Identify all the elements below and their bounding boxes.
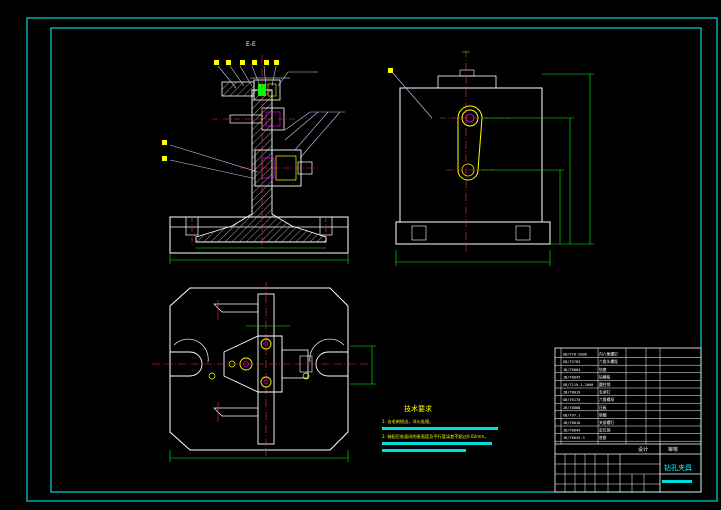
side-view [388,50,594,266]
parts-row-code: GB/T5783 [563,360,580,364]
parts-row-name: 垫圈 [599,412,607,417]
tech-req-title: 技术要求 [404,404,432,413]
tech-req-item-2: 2. 装配后各面间的垂直度及平行度误差不超过0.02mm。 [382,433,489,440]
parts-row-code: GB/T119.1-2000 [563,383,593,387]
parts-row-name: 钻套 [599,367,607,372]
parts-row-code: JB/T8008 [563,406,580,410]
parts-row-code: GB/T70-2000 [563,353,587,357]
drawing-name: 钻孔夹具 [664,463,692,472]
tech-req-item-1: 1. 去毛刺锐边，淬火处理。 [382,418,433,425]
clamp-mechanism [223,335,283,393]
parts-row-name: 压板 [599,405,607,410]
parts-row-name: 内六角螺钉 [599,352,618,357]
top-clamp-block [221,81,255,97]
parts-row-name: 圆柱销 [599,382,611,387]
parts-row-name: 六角螺母 [599,397,614,402]
parts-row-name: 底座 [599,435,607,440]
hatched-support-column [195,89,327,243]
top-view-outline [169,287,349,451]
parts-row-code: GB/T97.1 [563,413,580,417]
parts-row-code: JB/T8019 [563,391,580,395]
parts-row-code: GB/T6170 [563,398,580,402]
parts-row-name: 定位销 [599,428,611,433]
sheet-inner-border [50,27,702,493]
front-section-view: E-E [162,41,349,264]
check-label: 审核 [668,446,678,453]
parts-row-name: 六角头螺栓 [599,359,618,364]
parts-row-name: 钻模板 [599,374,611,379]
parts-row-code: JB/T8010 [563,421,580,425]
parts-row-code: JB/T8045.3 [563,436,585,440]
parts-row-name: 夹紧螺钉 [599,420,614,425]
technical-requirements: 技术要求 1. 去毛刺锐边，淬火处理。 2. 装配后各面间的垂直度及平行度误差不… [382,404,498,452]
title-block: GB/T70-2000 内六角螺钉 GB/T5783 六角头螺栓 JB/T8004 钻套 J… [554,347,702,493]
sheet-outer-border [26,17,718,502]
design-label: 设计 [638,446,648,453]
parts-row-code: JB/T8044 [563,429,580,433]
parts-list: GB/T70-2000 内六角螺钉 GB/T5783 六角头螺栓 JB/T8004 钻套 J… [555,348,701,444]
parts-row-name: 支承钉 [599,390,611,395]
section-label: E-E [246,41,256,48]
top-view [152,282,376,462]
side-body [399,87,543,223]
parts-row-code: JB/T8004 [563,368,580,372]
parts-row-code: JB/T8045 [563,375,580,379]
